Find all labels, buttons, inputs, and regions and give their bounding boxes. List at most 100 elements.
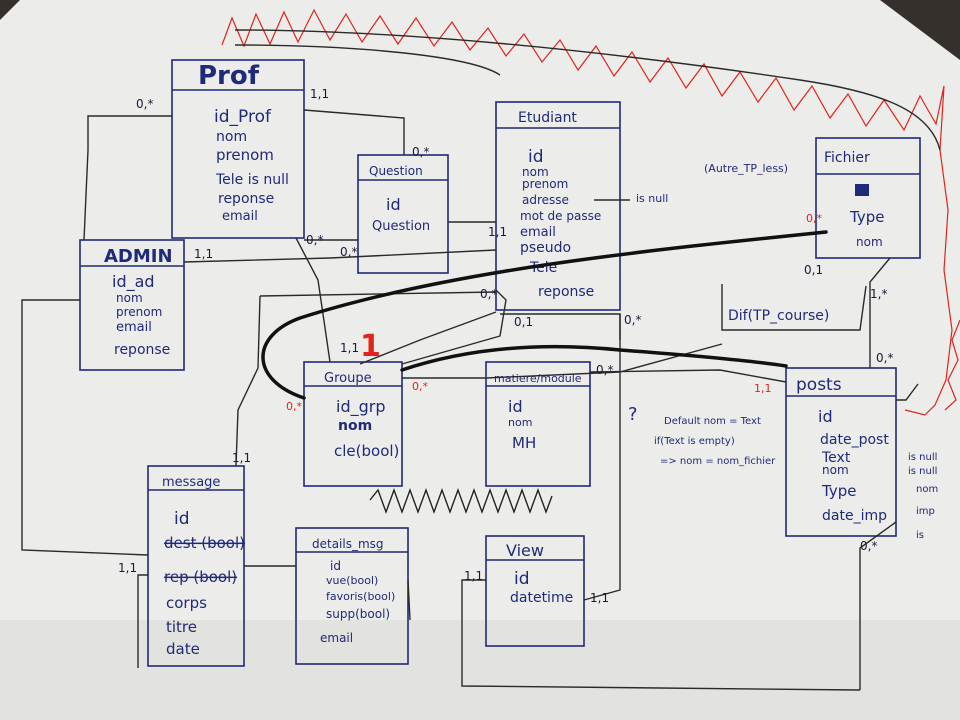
multiplicity: 1,1: [194, 247, 213, 261]
multiplicity: 1,1: [232, 451, 251, 465]
entity-attr: nom: [522, 165, 549, 179]
red-multiplicity: 0,*: [286, 400, 302, 413]
entity-attr: prenom: [216, 146, 274, 164]
multiplicity: 1,1: [118, 561, 137, 575]
entity-message: message id dest (bool) rep (bool) corps …: [147, 465, 245, 667]
outer-frame-line: [234, 29, 941, 151]
multiplicity: 1,*: [870, 287, 887, 301]
entity-attr: Type: [821, 482, 856, 500]
entity-attr: corps: [166, 594, 207, 612]
entity-prof: Prof id_Prof nom prenom Tele is null rep…: [171, 59, 305, 239]
entity-attr: adresse: [522, 193, 569, 207]
paper-shadow: [0, 620, 960, 720]
entity-attr: nom: [822, 463, 849, 477]
null-note: is null: [636, 192, 668, 205]
default-rule-line: if(Text is empty): [654, 436, 735, 447]
entity-attr: vue(bool): [326, 574, 378, 587]
thick-line-fichier-groupe: [261, 230, 828, 400]
tp-course-note: Dif(TP_course): [728, 308, 829, 324]
entity-attr: reponse: [114, 342, 170, 358]
question-mark: ?: [628, 404, 638, 425]
entity-attr: dest (bool): [164, 534, 245, 552]
entity-title: ADMIN: [104, 246, 173, 267]
entity-attr: id: [386, 195, 401, 214]
thick-line-groupe-posts: [400, 344, 788, 372]
entity-attr: pseudo: [520, 240, 571, 256]
entity-title: message: [162, 475, 220, 490]
multiplicity: 1,1: [310, 87, 329, 101]
entity-attr: email: [320, 631, 353, 645]
entity-matiere: matiere/module id nom MH: [485, 361, 591, 487]
multiplicity: 0,*: [306, 233, 323, 247]
entity-attr: nom: [338, 418, 372, 434]
multiplicity: 0,*: [480, 287, 497, 301]
outer-frame-line-2: [234, 44, 501, 76]
entity-posts: posts id date_post Text nom Type date_im…: [785, 367, 938, 541]
multiplicity: 0,*: [860, 539, 877, 553]
posts-side-note: is null: [908, 466, 937, 477]
multiplicity: 0,*: [136, 97, 153, 111]
entity-attr: id_Prof: [214, 107, 272, 127]
entity-attr: id_grp: [336, 397, 386, 417]
spring-scribble: [369, 487, 553, 515]
red-zigzag-scribble: [221, 8, 953, 416]
multiplicity: 0,*: [876, 351, 893, 365]
multiplicity: 0,1: [514, 315, 533, 329]
entity-attr: MH: [512, 434, 536, 452]
entity-title: Prof: [198, 61, 260, 91]
entity-attr: rep (bool): [164, 568, 237, 586]
entity-attr: id: [528, 147, 544, 167]
multiplicity: 0,*: [340, 245, 357, 259]
entity-attr: nom: [116, 291, 143, 305]
entity-attr: cle(bool): [334, 442, 399, 460]
entity-attr: id: [330, 559, 341, 573]
entity-details-msg: details_msg id vue(bool) favoris(bool) s…: [295, 527, 409, 665]
entity-fichier: Fichier Type nom (Autre_TP_less): [704, 137, 921, 259]
fichier-note: (Autre_TP_less): [704, 162, 788, 175]
entity-view: View id datetime: [485, 535, 585, 647]
entity-attr: datetime: [510, 590, 573, 606]
entity-title: Fichier: [824, 150, 870, 166]
red-zigzag-right: [944, 319, 960, 411]
entity-attr: nom: [216, 129, 247, 145]
entity-attr: email: [222, 209, 258, 224]
multiplicity: 1,1: [340, 341, 359, 355]
entity-attr: reponse: [538, 284, 594, 300]
entity-attr: prenom: [522, 177, 568, 191]
entity-attr: titre: [166, 618, 197, 636]
red-multiplicity: 1,1: [754, 382, 772, 395]
big-red-one: 1: [360, 329, 381, 364]
entity-attr: favoris(bool): [326, 590, 395, 603]
entity-attr: date: [166, 640, 200, 658]
entity-attr: id: [508, 397, 523, 416]
posts-side-note: is: [916, 530, 924, 541]
entity-title: posts: [796, 375, 842, 395]
entity-title: Question: [369, 164, 423, 178]
entity-attr: nom: [508, 416, 532, 429]
entity-attr: prenom: [116, 305, 162, 319]
red-multiplicity: 0,*: [412, 380, 428, 393]
entity-admin: ADMIN id_ad nom prenom email reponse: [79, 239, 185, 371]
entity-groupe: Groupe id_grp nom cle(bool): [303, 361, 403, 487]
entity-attr: supp(bool): [326, 607, 390, 621]
entity-title: Groupe: [324, 371, 372, 386]
entity-title: View: [506, 541, 544, 560]
entity-attr: Tele is null: [215, 172, 289, 188]
entity-attr: reponse: [218, 191, 274, 207]
entity-attr: mot de passe: [520, 209, 601, 223]
posts-side-note: is null: [908, 452, 937, 463]
entity-attr: id: [818, 407, 833, 426]
entity-attr: id: [174, 509, 190, 529]
entity-attr: date_post: [820, 432, 889, 448]
entity-attr: id: [514, 569, 530, 589]
multiplicity: 1,1: [464, 569, 483, 583]
entity-question: Question id Question: [357, 154, 449, 274]
default-rule-line: Default nom = Text: [664, 416, 761, 427]
entity-attr: nom: [856, 235, 883, 249]
entity-attr: id_ad: [112, 272, 155, 292]
entity-etudiant: Etudiant id nom prenom adresse mot de pa…: [495, 101, 668, 311]
entity-attr: date_imp: [822, 508, 887, 524]
multiplicity: 0,*: [412, 145, 429, 159]
